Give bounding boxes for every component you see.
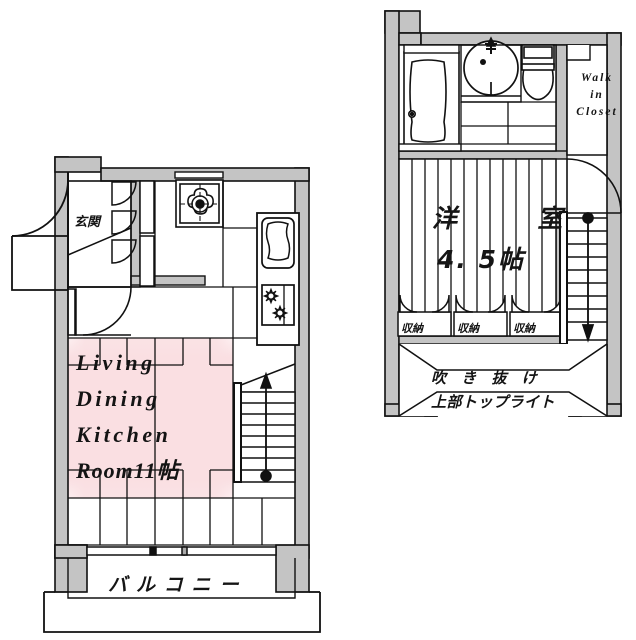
entry-step-line [67, 227, 132, 256]
void-area [398, 343, 608, 417]
storage-closet-2[interactable] [453, 294, 508, 337]
walk-in-closet [566, 44, 608, 156]
bathroom-floor-grid [460, 101, 556, 145]
entry-inner-doors[interactable] [111, 181, 137, 264]
balcony-sliding-door[interactable] [86, 546, 277, 556]
washing-machine-pan-glyph [180, 184, 220, 223]
staircase-down [566, 217, 608, 341]
kitchen-sink [261, 217, 295, 269]
storage-closet-1[interactable] [397, 294, 452, 337]
bathtub-divider [398, 44, 462, 152]
storage-closet-3[interactable] [509, 294, 564, 337]
walk-in-closet-door[interactable] [566, 158, 622, 214]
bedroom-flooring [411, 159, 543, 336]
sanitary-door-top [174, 171, 224, 179]
ldk-highlight-area-2 [68, 338, 233, 498]
washbasin-faucet [485, 36, 497, 54]
right-floor-plan [384, 10, 622, 417]
entrance-door[interactable] [11, 172, 69, 291]
toilet [521, 44, 555, 101]
staircase-up-arrow [240, 363, 296, 482]
staircase-down-rail [559, 211, 568, 345]
bathroom-box [67, 288, 77, 336]
staircase-up-rail [233, 382, 242, 483]
staircase-down-arrow [581, 212, 595, 343]
entry-closets [139, 180, 155, 287]
stove-burner-glyphs [262, 287, 289, 322]
balcony-outline [43, 558, 321, 633]
left-floor-plan [11, 156, 321, 633]
bathtub [403, 51, 460, 148]
